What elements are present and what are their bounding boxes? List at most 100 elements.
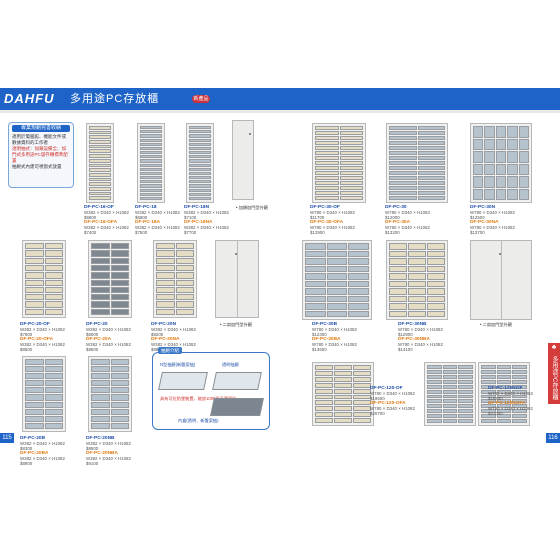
drawer: [315, 196, 339, 200]
drawer: [25, 272, 44, 279]
drawer: [353, 418, 371, 423]
drawer: [512, 414, 527, 419]
drawer: [110, 279, 129, 286]
drawer: [315, 126, 339, 130]
drawer: [353, 406, 371, 412]
drawer: [110, 415, 129, 422]
drawer: [156, 279, 175, 286]
drawer: [417, 186, 445, 190]
drawer: [175, 301, 194, 308]
drawer: [495, 126, 507, 138]
cabinet-image: [22, 356, 66, 432]
drawer: [417, 171, 445, 175]
drawer: [140, 163, 162, 167]
drawer: [140, 155, 162, 159]
drawer: [326, 295, 348, 302]
drawer: [175, 250, 194, 257]
drawer: [417, 151, 445, 155]
drawer: [473, 126, 484, 138]
drawer: [175, 272, 194, 279]
drawer: [305, 295, 326, 302]
drawer: [507, 188, 518, 200]
drawer: [91, 243, 110, 250]
drawer: [305, 265, 326, 272]
door-cabinet-image: [215, 240, 259, 318]
drawer: [44, 286, 63, 294]
drawer: [91, 279, 110, 286]
drawer: [417, 131, 445, 135]
drawer: [140, 192, 162, 196]
drawer: [512, 419, 527, 423]
drawer: [315, 370, 333, 376]
drawer: [389, 280, 407, 287]
drawer: [140, 146, 162, 150]
drawer: [110, 373, 129, 380]
drawer: [427, 243, 445, 250]
drawer: [427, 384, 442, 389]
drawer: [417, 126, 445, 130]
drawer: [518, 176, 529, 188]
drawer: [326, 258, 348, 265]
drawer: [44, 387, 63, 394]
drawer: [408, 243, 426, 250]
drawer: [89, 163, 111, 168]
cabinet-image: [137, 123, 165, 203]
drawer: [496, 379, 512, 384]
drawer: [481, 384, 496, 389]
drawer: [495, 176, 507, 188]
drawer: [326, 280, 348, 287]
drawer: [512, 389, 527, 394]
drawer: [442, 369, 458, 374]
feature-item: 透明抽式：加鎖設備全、加門式多用途PC儲存櫃標準配置: [12, 146, 68, 163]
drawer: [512, 365, 527, 369]
drawer: [110, 243, 129, 250]
drawer: [417, 156, 445, 160]
drawer: [175, 264, 194, 272]
drawer: [512, 394, 527, 399]
drawer: [389, 176, 417, 180]
drawer: [417, 176, 445, 180]
brand-logo: DAHFU: [4, 91, 55, 106]
drawer: [473, 138, 484, 150]
drawer: [91, 422, 110, 429]
drawer: [458, 379, 473, 384]
drawer: [189, 196, 211, 200]
drawer: [427, 303, 445, 310]
drawer: [189, 163, 211, 167]
drawer: [442, 394, 458, 399]
drawer: [89, 126, 111, 130]
drawer: [110, 408, 129, 415]
drawer: [389, 181, 417, 185]
drawer: [339, 151, 363, 155]
drawer: [458, 419, 473, 423]
drawer: [110, 422, 129, 429]
drawer: [334, 418, 352, 423]
drawer: [189, 184, 211, 188]
drawer: [389, 258, 407, 265]
side-tab: 多用途PC存放櫃: [548, 352, 560, 404]
drawer: [110, 380, 129, 387]
drawer: [427, 389, 442, 394]
drawer: [389, 131, 417, 135]
drawer: [140, 196, 162, 200]
drawer: [315, 388, 333, 394]
drawer: [44, 380, 63, 387]
drawer: [315, 176, 339, 180]
drawer: [44, 401, 63, 408]
drawer: [512, 374, 527, 379]
n-drawer-image: [158, 372, 208, 390]
drawer: [305, 258, 326, 265]
drawer: [484, 188, 495, 200]
drawer: [91, 373, 110, 380]
drawer: [442, 419, 458, 423]
drawer: [417, 141, 445, 145]
drawer: [417, 196, 445, 200]
drawer: [348, 295, 369, 302]
inset-note-n: 具有可拉防墜裝置，能放1000張平滑資料: [160, 396, 237, 401]
drawer: [326, 303, 348, 310]
inset-label-n: N型抽屜(新盤案抽): [160, 362, 196, 367]
drawer: [389, 126, 417, 130]
drawer: [512, 369, 527, 374]
